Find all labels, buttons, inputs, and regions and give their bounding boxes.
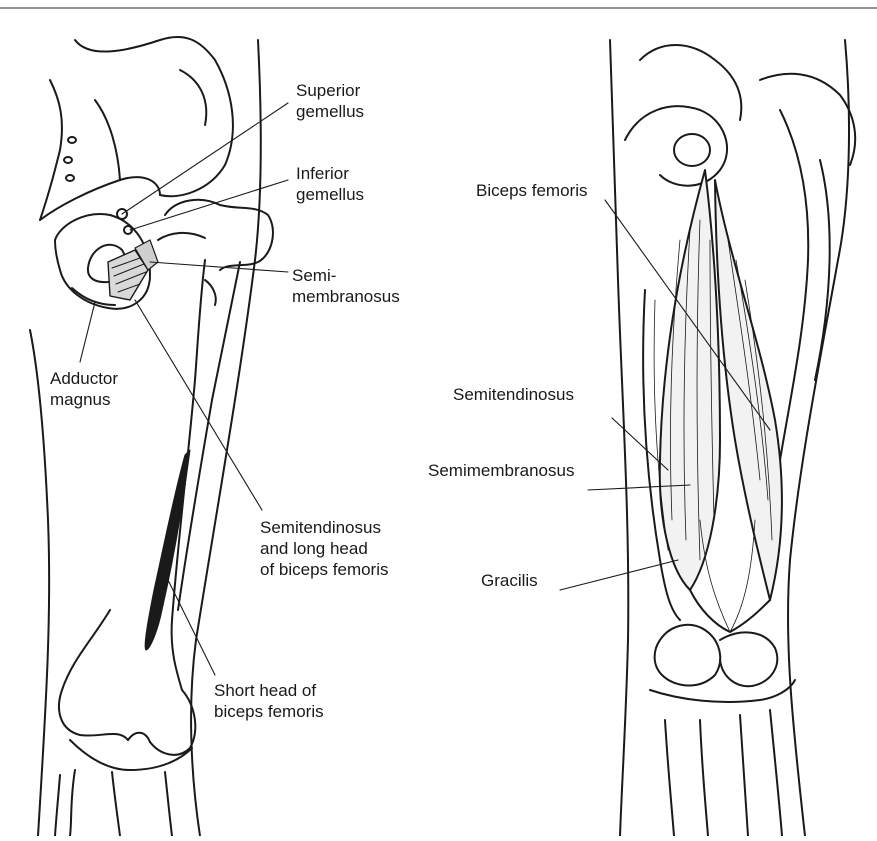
label-gracilis: Gracilis <box>481 570 538 591</box>
label-short-head-line-1: Short head of <box>214 680 324 701</box>
leader-semimembranosus-left <box>150 262 288 272</box>
label-adductor-magnus-line-1: Adductor <box>50 368 118 389</box>
label-semitendinosus-right: Semitendinosus <box>453 384 574 405</box>
label-inferior-gemellus-line-1: Inferior <box>296 163 364 184</box>
label-semitendinosus-long-head: Semitendinosus and long head of biceps f… <box>260 517 389 580</box>
leader-gracilis <box>560 560 678 590</box>
label-superior-gemellus-line-1: Superior <box>296 80 364 101</box>
label-inferior-gemellus: Inferior gemellus <box>296 163 364 205</box>
label-inferior-gemellus-line-2: gemellus <box>296 184 364 205</box>
label-short-head: Short head of biceps femoris <box>214 680 324 722</box>
label-semimembranosus-right: Semimembranosus <box>428 460 574 481</box>
label-semimembranosus-left: Semi- membranosus <box>292 265 400 307</box>
label-semimembranosus-left-line-1: Semi- <box>292 265 400 286</box>
label-superior-gemellus: Superior gemellus <box>296 80 364 122</box>
label-semitendinosus-long-head-line-3: of biceps femoris <box>260 559 389 580</box>
label-biceps-femoris: Biceps femoris <box>476 180 587 201</box>
label-semimembranosus-left-line-2: membranosus <box>292 286 400 307</box>
label-short-head-line-2: biceps femoris <box>214 701 324 722</box>
label-adductor-magnus-line-2: magnus <box>50 389 118 410</box>
right-muscle-drawing <box>610 40 855 836</box>
leader-inferior-gemellus <box>130 180 288 230</box>
label-superior-gemellus-line-2: gemellus <box>296 101 364 122</box>
label-adductor-magnus: Adductor magnus <box>50 368 118 410</box>
leader-adductor-magnus <box>80 302 95 362</box>
label-semitendinosus-long-head-line-1: Semitendinosus <box>260 517 389 538</box>
label-semitendinosus-long-head-line-2: and long head <box>260 538 389 559</box>
